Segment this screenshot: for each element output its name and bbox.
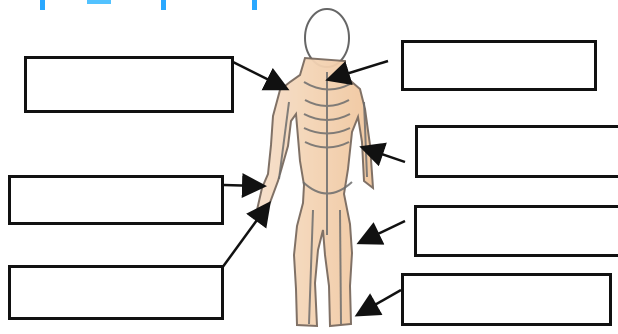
label-text (418, 128, 618, 175)
label-text (11, 178, 221, 222)
label-text (417, 208, 618, 254)
label-text (404, 276, 609, 323)
arrow-left-middle (224, 185, 262, 186)
arrow-top-left (233, 62, 285, 88)
leg-bone (340, 210, 341, 324)
label-box-top-right[interactable] (401, 40, 597, 91)
label-text (11, 268, 221, 317)
human-outline (257, 9, 373, 326)
label-text (27, 59, 231, 110)
label-box-left-middle[interactable] (8, 175, 224, 225)
label-box-lower-right[interactable] (414, 205, 618, 257)
label-box-bottom-left[interactable] (8, 265, 224, 320)
arrow-lower-right (361, 221, 405, 242)
body-outline (257, 58, 373, 326)
label-box-top-left[interactable] (24, 56, 234, 113)
label-box-bottom-right[interactable] (401, 273, 612, 326)
label-box-middle-right[interactable] (415, 125, 618, 178)
arrow-bottom-left (222, 205, 268, 268)
arrow-bottom-right (359, 290, 401, 314)
label-text (404, 43, 594, 88)
